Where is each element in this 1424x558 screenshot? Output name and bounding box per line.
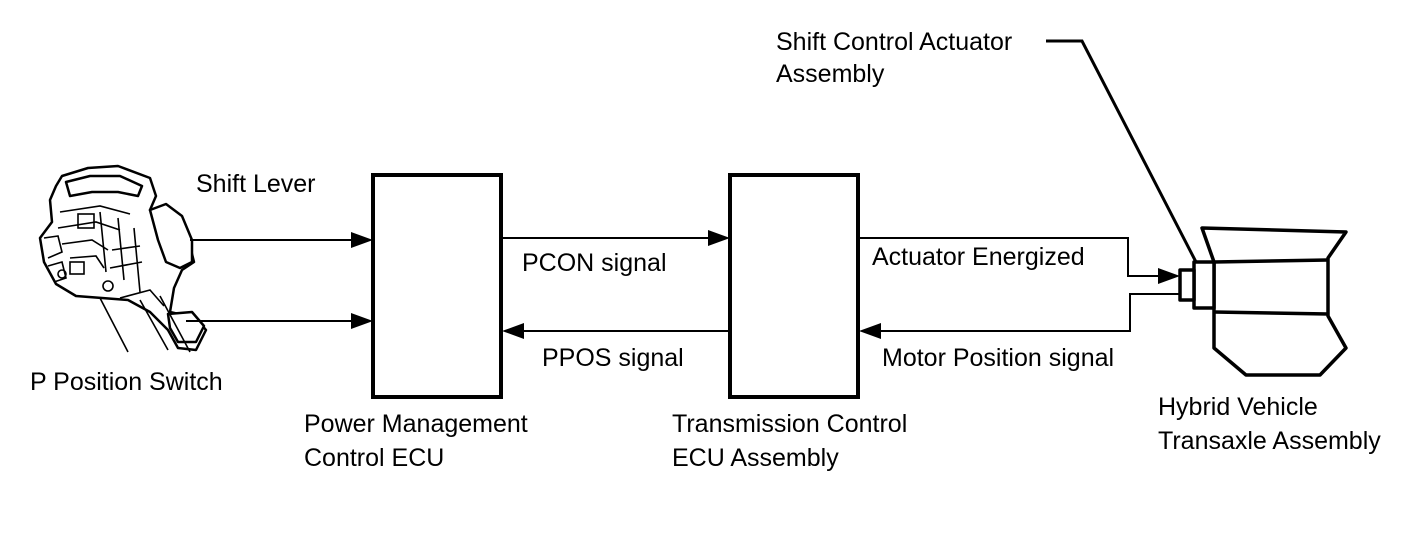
ppos-signal-label: PPOS signal [542, 344, 684, 372]
hybrid-transaxle-label-line1: Hybrid Vehicle [1158, 393, 1318, 421]
shift-actuator-label-line1: Shift Control Actuator [776, 28, 1012, 56]
transmission-control-ecu-box [728, 173, 860, 399]
power-management-ecu-box [371, 173, 503, 399]
power-management-ecu-label-line2: Control ECU [304, 444, 444, 472]
actuator-energized-wire [858, 237, 1162, 277]
arrowhead-icon [351, 313, 373, 329]
actuator-energized-label: Actuator Energized [872, 243, 1085, 271]
arrowhead-icon [1158, 268, 1180, 284]
shift-lever-assembly-icon [38, 164, 208, 353]
arrowhead-icon [708, 230, 730, 246]
shift-actuator-label-line2: Assembly [776, 60, 885, 88]
actuator-leader-line [1046, 39, 1198, 263]
arrowhead-icon [351, 232, 373, 248]
pcon-signal-label: PCON signal [522, 249, 667, 277]
transmission-control-ecu-label-line1: Transmission Control [672, 410, 907, 438]
p-position-switch-label: P Position Switch [30, 368, 223, 396]
motor-position-signal-label: Motor Position signal [882, 344, 1114, 372]
arrowhead-icon [859, 323, 881, 339]
transmission-control-ecu-label-line2: ECU Assembly [672, 444, 839, 472]
shift-lever-label: Shift Lever [196, 170, 316, 198]
transaxle-assembly-icon [1178, 226, 1348, 377]
arrowhead-icon [502, 323, 524, 339]
power-management-ecu-label-line1: Power Management [304, 410, 528, 438]
hybrid-transaxle-label-line2: Transaxle Assembly [1158, 427, 1381, 455]
motor-position-wire [876, 293, 1180, 332]
